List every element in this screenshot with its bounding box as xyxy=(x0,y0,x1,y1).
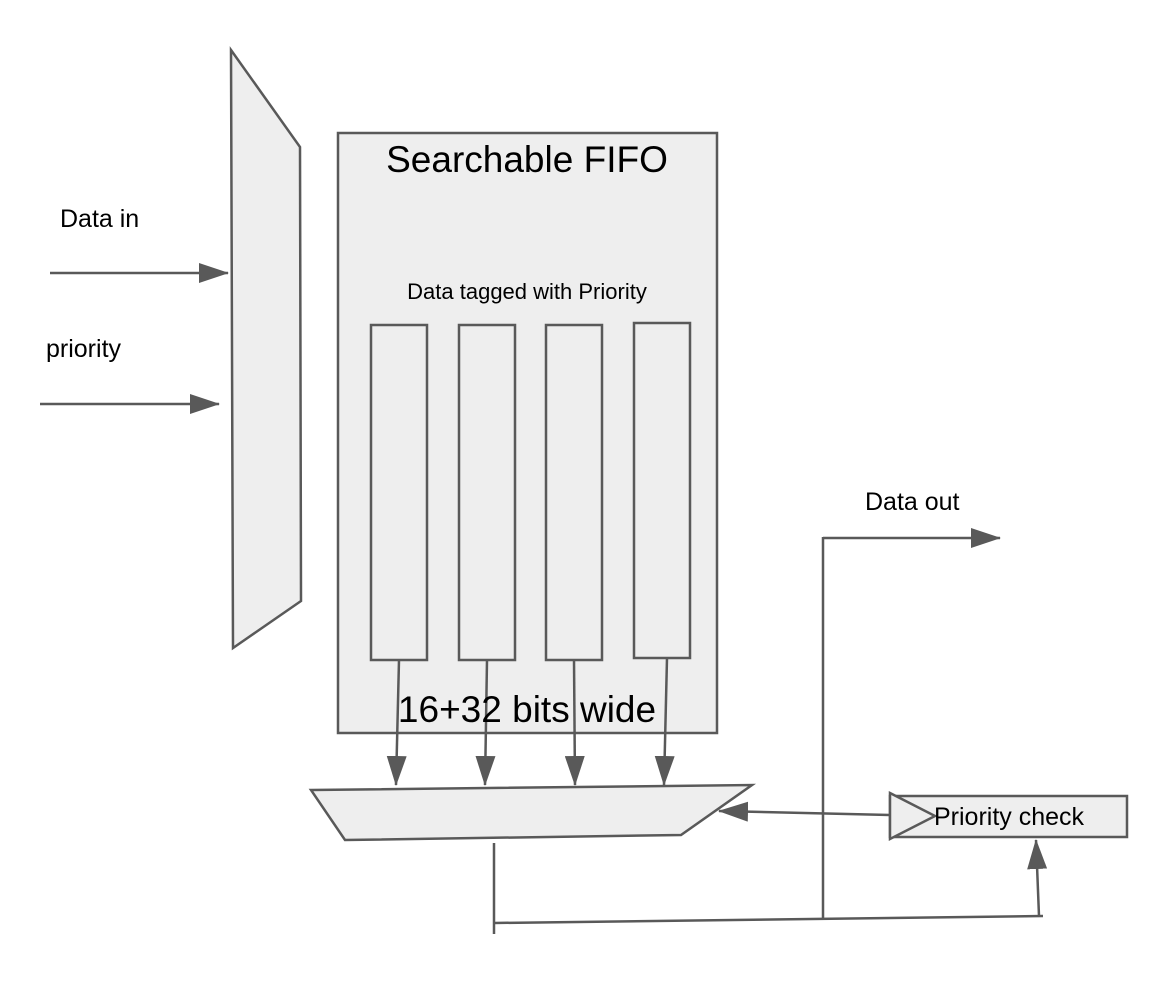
priority-check-triangle xyxy=(888,790,938,842)
fifo-column-1 xyxy=(369,323,429,662)
input-mux xyxy=(229,46,303,651)
priority-check-label: Priority check xyxy=(934,803,1085,831)
priority-check-to-selector-arrow xyxy=(718,801,891,822)
data-out-label: Data out xyxy=(865,488,960,516)
fifo-column-4 xyxy=(632,321,692,660)
column-1-arrow xyxy=(386,659,407,786)
bit-width-caption: 16+32 bits wide xyxy=(398,689,656,730)
column-2-arrow xyxy=(475,659,496,786)
column-4-arrow xyxy=(654,657,675,786)
column-3-arrow xyxy=(564,659,585,786)
fifo-column-2 xyxy=(457,323,517,662)
feedback-to-priority-check-arrow xyxy=(1027,839,1048,917)
data-tagged-caption: Data tagged with Priority xyxy=(407,279,647,304)
output-selector xyxy=(308,783,757,842)
priority-label: priority xyxy=(46,335,122,363)
data-in-label: Data in xyxy=(60,205,139,233)
fifo-column-3 xyxy=(544,323,604,662)
fifo-title: Searchable FIFO xyxy=(386,139,668,180)
feedback-bus-line xyxy=(493,914,1044,925)
